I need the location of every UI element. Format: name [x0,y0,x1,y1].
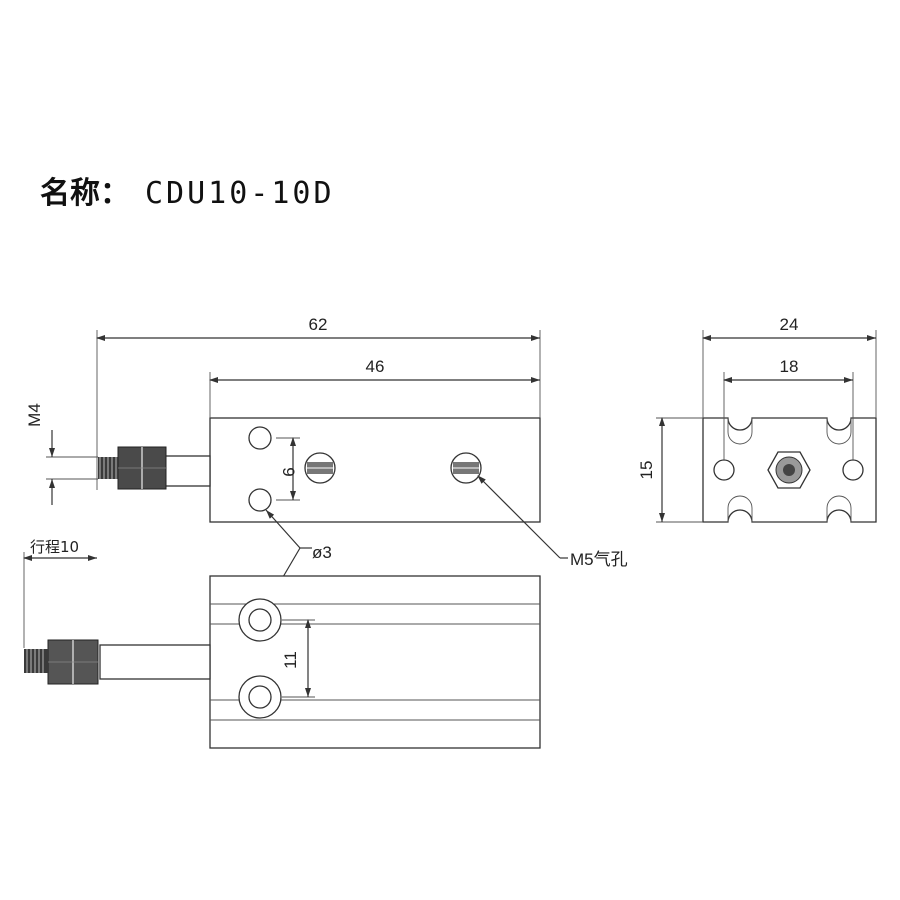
port-left [304,452,336,484]
dim-stroke: 行程10 [23,538,97,648]
model-name: CDU10-10D [145,176,335,211]
dim-hole-pitch-bottom: 11 [281,651,300,669]
counterbore-hole-top [238,598,282,642]
dim-height-label: 15 [637,461,656,480]
dim-body-length: 46 [366,357,385,376]
dim-width-label: 24 [780,315,799,334]
dim-overall: 62 [96,315,541,490]
mount-hole-top [248,426,272,450]
bottom-rod [99,644,211,680]
dim-thread-label: M4 [25,403,44,427]
mount-hole-bottom [248,488,272,512]
dim-thread: M4 [25,403,98,505]
hole-diameter-label: ø3 [312,543,332,562]
bottom-view: 11 [24,575,541,749]
title-label: 名称： [40,176,130,211]
counterbore-hole-bottom [238,675,282,719]
dim-stroke-label: 行程10 [30,538,79,556]
dim-height: 15 [637,417,703,523]
end-view [702,417,877,523]
thread-end [98,457,118,479]
dim-width: 24 [702,315,877,418]
dim-body: 46 [209,357,540,418]
piston-rod [164,455,211,487]
title-block: 名称： CDU10-10D [40,176,335,211]
dim-end-pitch-label: 18 [780,357,799,376]
side-view: 9 M5气孔 [98,417,628,569]
dim-overall-length: 62 [309,315,328,334]
port-label: M5气孔 [570,550,628,569]
dim-hole-pitch-side: 9 [279,467,298,476]
port-right [450,452,482,484]
dim-end-pitch: 18 [723,357,854,460]
